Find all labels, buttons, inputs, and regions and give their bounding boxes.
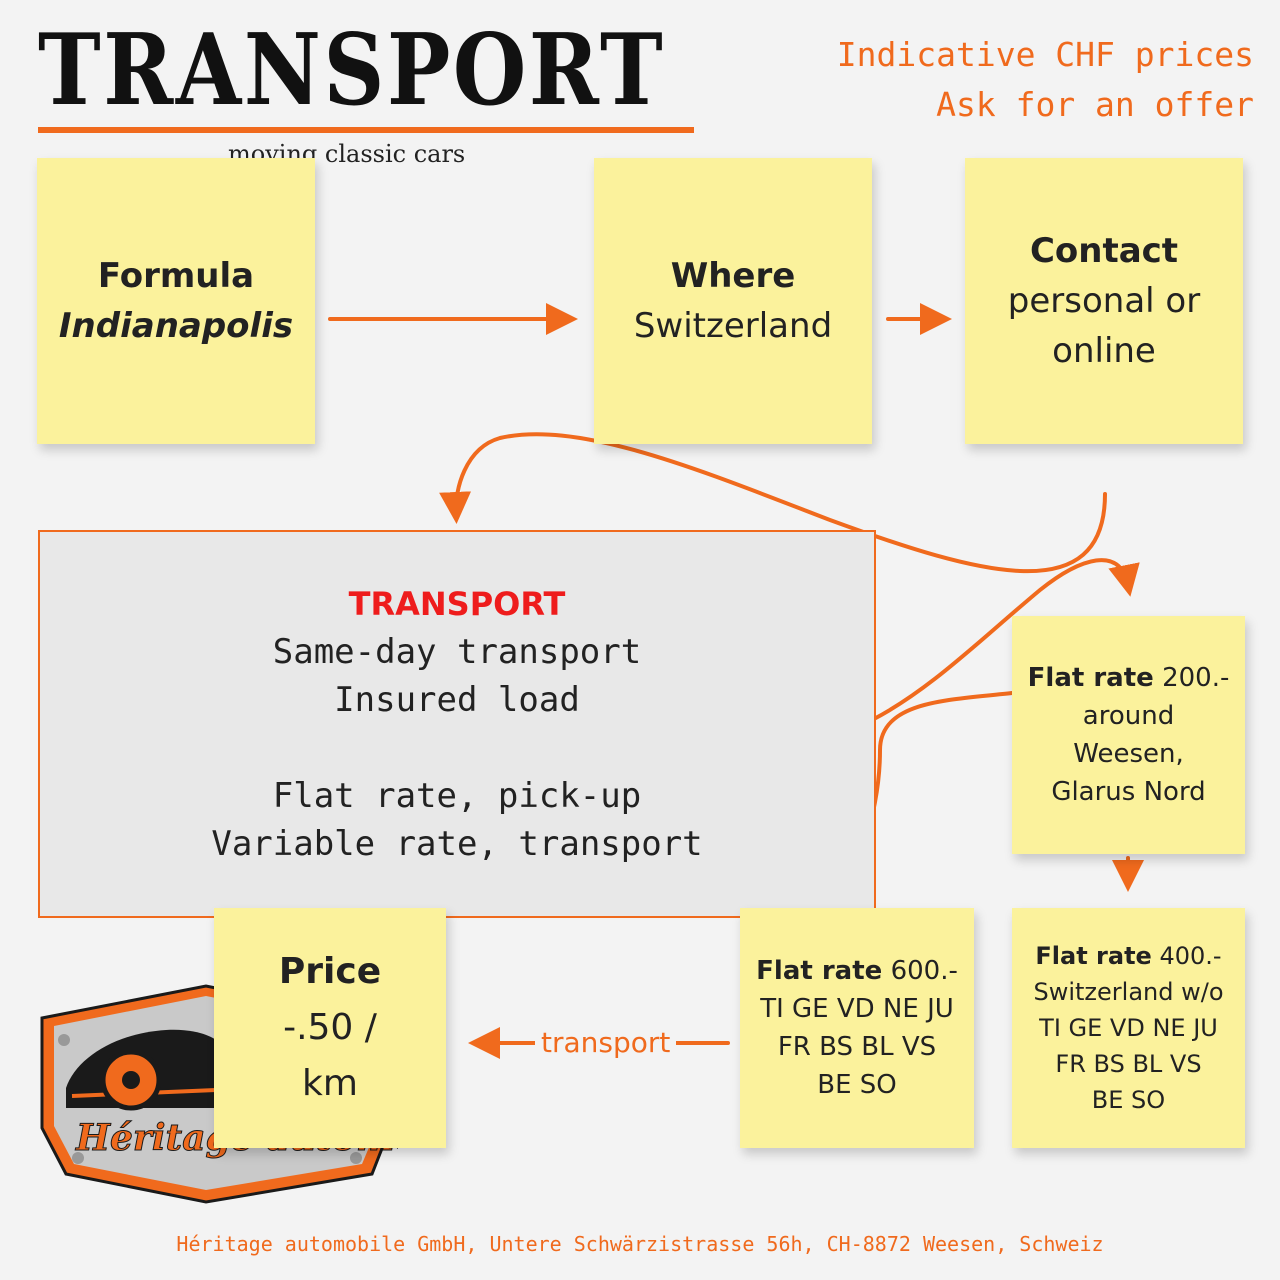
flat200-line-2: Weesen, [1073,739,1184,769]
flat400-line-2: TI GE VD NE JU [1039,1014,1218,1042]
price-notice: Indicative CHF prices Ask for an offer [837,30,1254,130]
arrow-to-flat600 [843,691,1014,890]
flat600-label: Flat rate [756,956,883,986]
flat600-line-2: FR BS BL VS [777,1032,937,1062]
flat400-line-4: BE SO [1091,1086,1166,1114]
flat200-label: Flat rate [1027,663,1154,693]
note-contact-heading: Contact [1029,231,1179,271]
screw-icon [72,1152,84,1164]
note-price-line-2: km [302,1063,358,1104]
notice-line-1: Indicative CHF prices [836,35,1254,74]
note-where: Where Switzerland [594,158,872,444]
note-formula-value: Indianapolis [58,306,294,346]
note-flat-rate-200: Flat rate 200.- around Weesen, Glarus No… [1012,616,1245,854]
flat600-line-3: BE SO [817,1070,897,1100]
transport-box-heading: TRANSPORT [348,585,566,623]
footer-address: Héritage automobile GmbH, Untere Schwärz… [176,1232,1104,1256]
flat600-price: 600.- [890,956,958,986]
flat400-line-3: FR BS BL VS [1055,1050,1202,1078]
arrow-to-flat200 [870,558,1140,722]
flat600-line-1: TI GE VD NE JU [760,994,954,1024]
note-contact: Contact personal or online [965,158,1243,444]
notice-line-2: Ask for an offer [936,85,1254,124]
note-where-value: Switzerland [633,306,833,346]
flat200-line-1: around [1082,701,1175,731]
edge-label-transport: transport [535,1026,677,1059]
transport-box-line-2: Insured load [334,680,580,720]
screw-icon [350,1152,362,1164]
note-flat-rate-400: Flat rate 400.- Switzerland w/o TI GE VD… [1012,908,1245,1148]
transport-box-line-3: Flat rate, pick-up [272,776,642,816]
flat200-price: 200.- [1162,663,1230,693]
screw-icon [58,1034,70,1046]
flat400-label: Flat rate [1035,942,1152,970]
transport-box: TRANSPORT Same-day transport Insured loa… [38,530,876,918]
note-contact-line-2: online [1052,331,1156,371]
note-formula: Formula Indianapolis [37,158,315,444]
note-where-heading: Where [670,256,796,296]
flat200-line-3: Glarus Nord [1051,777,1206,807]
flat400-line-1: Switzerland w/o [1033,978,1224,1006]
note-price: Price -.50 / km [214,908,446,1148]
title-underline [38,127,694,133]
note-price-line-1: -.50 / [283,1007,377,1048]
note-price-heading: Price [278,951,382,992]
note-flat-rate-600: Flat rate 600.- TI GE VD NE JU FR BS BL … [740,908,974,1148]
transport-box-line-1: Same-day transport [272,632,642,672]
note-formula-heading: Formula [97,256,255,296]
arrow-to-transport-box [439,432,1107,574]
note-contact-line-1: personal or [1007,281,1201,321]
transport-box-line-4: Variable rate, transport [211,824,703,864]
page-title: TRANSPORT [38,13,666,128]
flat400-price: 400.- [1159,942,1222,970]
